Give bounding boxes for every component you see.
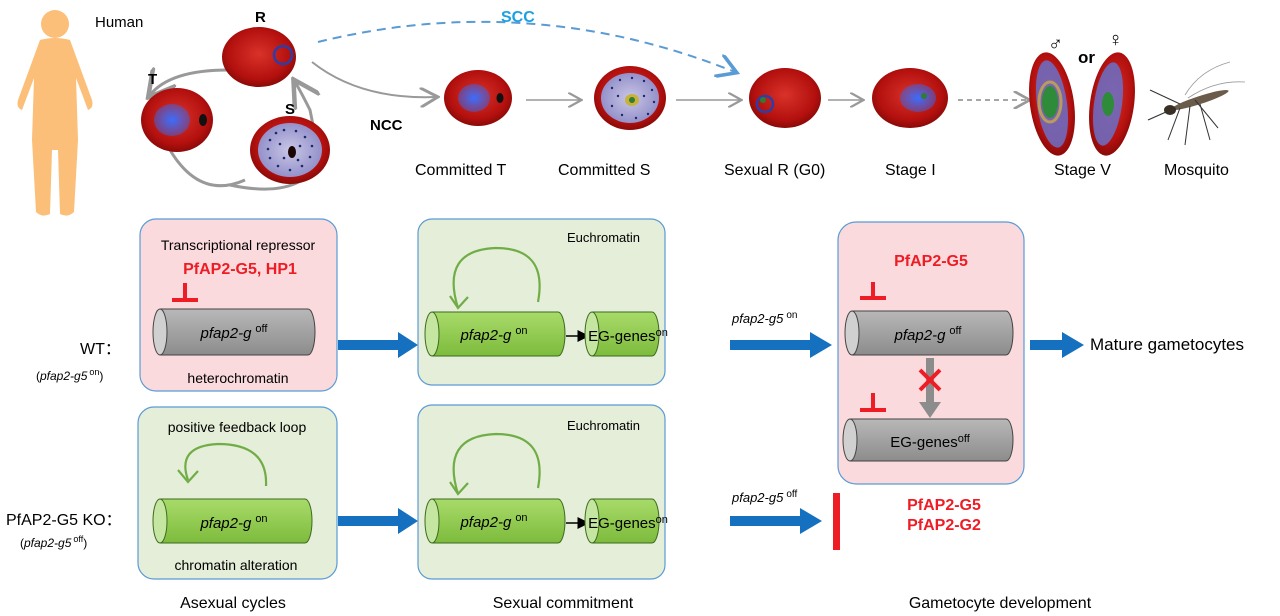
ko-box2-title: Euchromatin	[567, 418, 640, 433]
wt-box3-title: PfAP2-G5	[894, 253, 968, 270]
wt-repressor-inhibition-icon	[172, 283, 198, 302]
trophozoite-cell	[141, 88, 213, 152]
ko-flow-arrow-2	[730, 508, 822, 534]
ko-box1-pfap2g-on-cylinder	[152, 498, 313, 544]
stage-label-sexual-r: Sexual R (G0)	[724, 162, 825, 179]
scc-arrow	[317, 20, 735, 72]
wt-box2-eg-genes-cylinder	[584, 311, 660, 357]
sexual-ring-cell	[749, 68, 821, 128]
committed-s-cell	[594, 66, 666, 130]
wt-box2-target: EG-geneson	[588, 327, 668, 345]
regulator-2: PfAP2-G2	[907, 517, 981, 534]
ko-box1-caption: chromatin alteration	[175, 557, 298, 573]
ncc-label: NCC	[370, 117, 403, 134]
female-symbol: ♀	[1108, 29, 1123, 51]
cycle-label-r: R	[255, 9, 266, 26]
committed-t-cell	[444, 70, 512, 126]
stage-label-committed-s: Committed S	[558, 162, 650, 179]
wt-box2-title: Euchromatin	[567, 230, 640, 245]
cycle-arrow-r-t	[150, 70, 229, 95]
wt-box3-pfap2g-off-cylinder	[844, 310, 1014, 356]
ko-box1-feedback-loop-head	[177, 469, 199, 484]
wt-outcome: Mature gametocytes	[1090, 335, 1244, 354]
stage-labels: Committed T Committed S Sexual R (G0) St…	[415, 162, 1229, 179]
stage-i-cell	[872, 68, 948, 128]
ko-box1-feedback-loop-arrow	[184, 442, 268, 487]
stage-label-stage-v: Stage V	[1054, 162, 1111, 179]
mosquito-icon	[1147, 61, 1246, 146]
wt-box3-target: EG-genesoff	[890, 433, 971, 451]
ko-box2-feedback-loop-head	[449, 481, 469, 496]
human-figure-icon	[17, 10, 93, 216]
ko-box2-eg-genes-cylinder	[584, 498, 660, 544]
wt-repressor-names: PfAP2-G5, HP1	[183, 261, 297, 278]
ko-box2-pfap2g-cylinder	[424, 498, 566, 544]
ko-box2-feedback-loop-arrow	[452, 432, 541, 495]
wt-flow-arrow-1	[338, 332, 418, 358]
cycle-arrow-t-s	[168, 149, 246, 188]
wt-feedback-loop-arrow	[452, 246, 541, 309]
ko-label: PfAP2-G5 KO：	[6, 512, 122, 529]
wt-box3-inhibition-icon-1	[860, 282, 886, 300]
column-label-asexual: Asexual cycles	[180, 595, 286, 612]
wt-flow-arrow-3	[1030, 332, 1084, 358]
stage-v-male-cell	[1029, 52, 1075, 156]
wt-flow-arrow-2	[730, 332, 832, 358]
asexual-cycle: R T S	[141, 9, 330, 191]
cycle-label-t: T	[148, 71, 157, 88]
wt-label: WT：	[80, 341, 121, 358]
ko-flow-arrow-1	[338, 508, 418, 534]
regulator-1: PfAP2-G5	[907, 497, 981, 514]
stage-label-committed-t: Committed T	[415, 162, 507, 179]
ko-box2-target: EG-geneson	[588, 514, 668, 532]
stage-label-mosquito: Mosquito	[1164, 162, 1229, 179]
wt-box1-caption: heterochromatin	[187, 370, 288, 386]
male-symbol: ♂	[1048, 33, 1063, 55]
wt-box3-eg-genes-off-cylinder	[842, 418, 1014, 462]
column-label-commitment: Sexual commitment	[493, 595, 634, 612]
scc-label: SCC	[501, 9, 535, 26]
wt-feedback-loop-head	[449, 295, 469, 310]
wt-pfap2g-off-cylinder	[152, 308, 316, 356]
human-label: Human	[95, 14, 143, 31]
wt-box3-blocked-arrow	[918, 358, 942, 418]
wt-box3-inhibition-icon-2	[860, 393, 886, 412]
wt-repressor-title: Transcriptional repressor	[161, 237, 316, 253]
cycle-label-s: S	[285, 101, 295, 118]
ko-box1-title: positive feedback loop	[168, 419, 307, 435]
stage-v-female-cell	[1089, 52, 1135, 156]
wt-box2-pfap2g-cylinder	[424, 311, 566, 357]
column-label-gametocyte: Gametocyte development	[909, 595, 1092, 612]
schizont-cell	[250, 116, 330, 184]
stage-label-stage-i: Stage I	[885, 162, 936, 179]
ncc-arrow	[311, 61, 436, 97]
or-label: or	[1078, 48, 1095, 67]
ko-block-bar	[833, 493, 840, 550]
ring-stage-cell	[222, 27, 296, 87]
